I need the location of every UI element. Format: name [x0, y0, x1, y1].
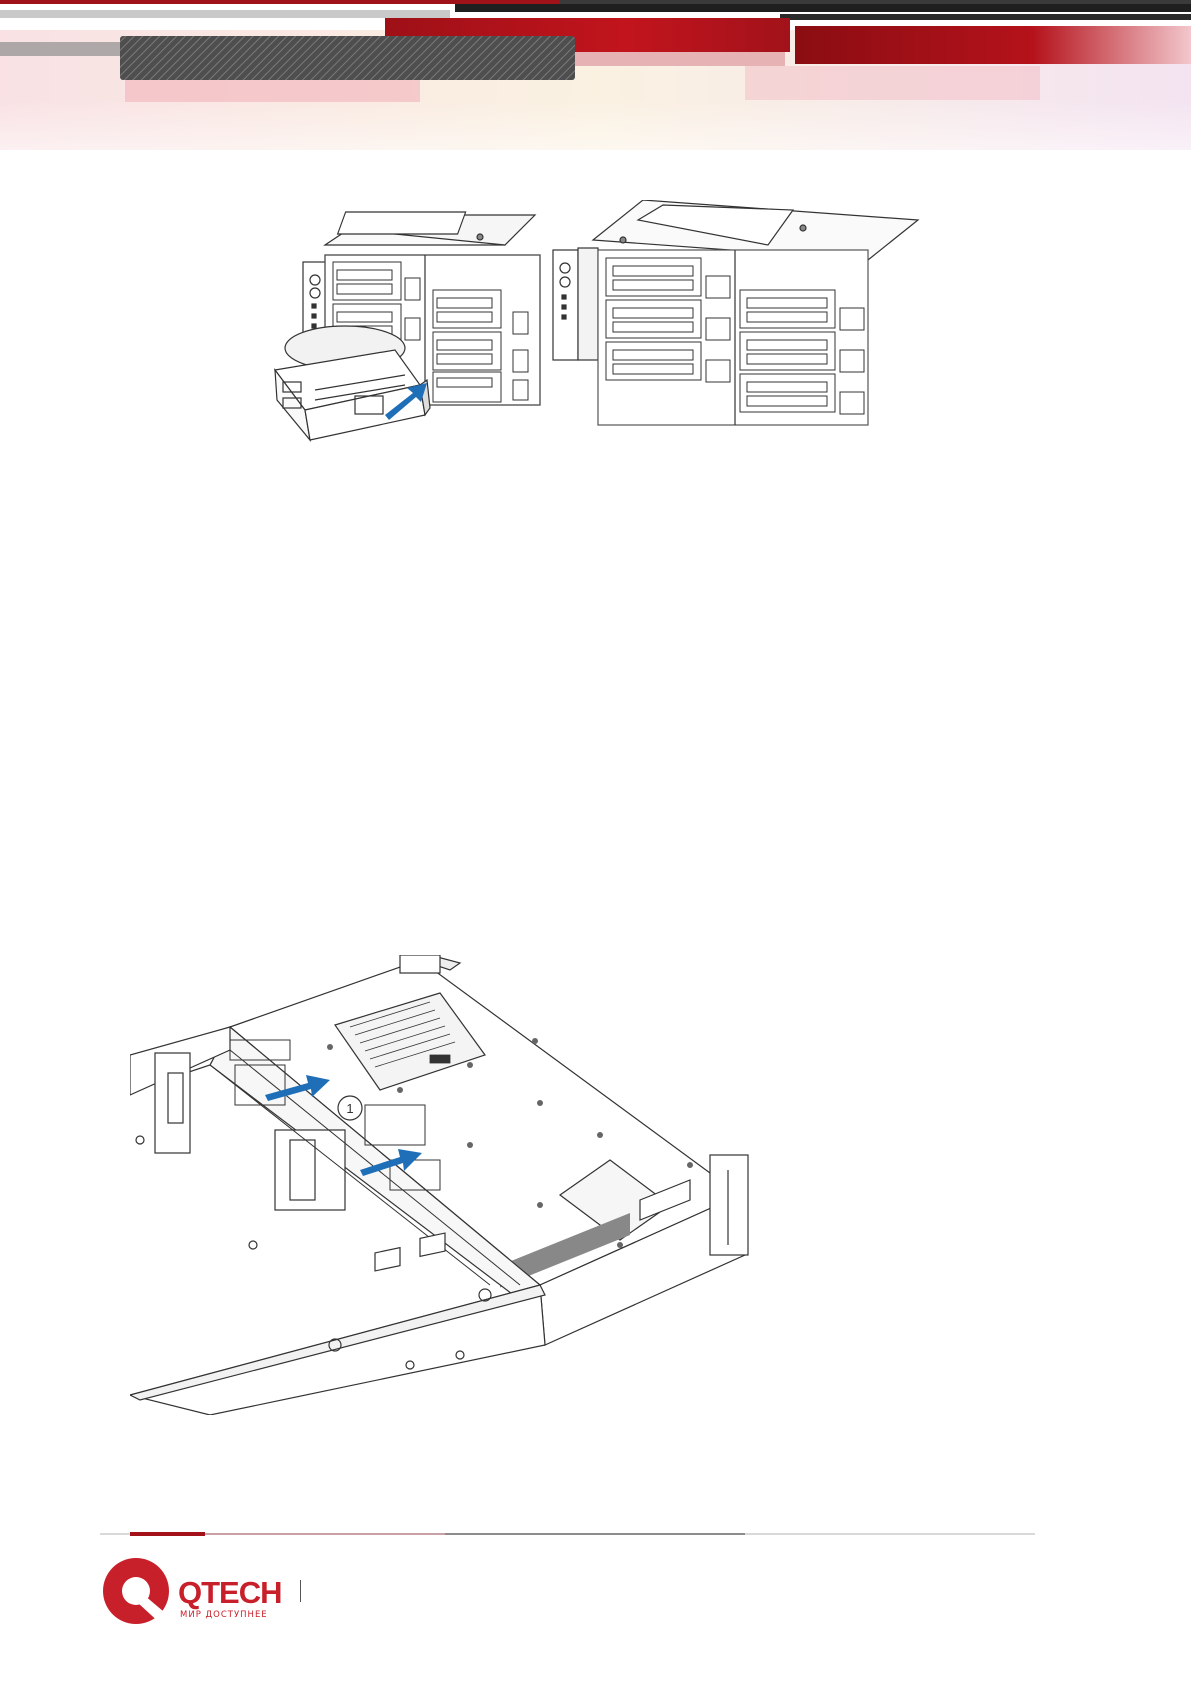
svg-text:1: 1: [346, 1101, 353, 1116]
drive-bay-install-figure: [255, 200, 945, 475]
logo-separator: [300, 1580, 301, 1602]
right-server-illustration: [553, 200, 918, 425]
brand-name: QTECH: [178, 1575, 282, 1611]
brand-tagline: МИР ДОСТУПНЕЕ: [180, 1610, 268, 1620]
callout-label: 1: [338, 1096, 362, 1120]
qtech-q-icon: [100, 1555, 172, 1627]
left-server-illustration: [275, 212, 540, 440]
header-banner: [0, 0, 1191, 200]
footer-divider: [100, 1531, 1035, 1537]
company-logo: QTECH МИР ДОСТУПНЕЕ: [100, 1555, 300, 1630]
rear-module-install-figure: 1: [130, 955, 820, 1415]
